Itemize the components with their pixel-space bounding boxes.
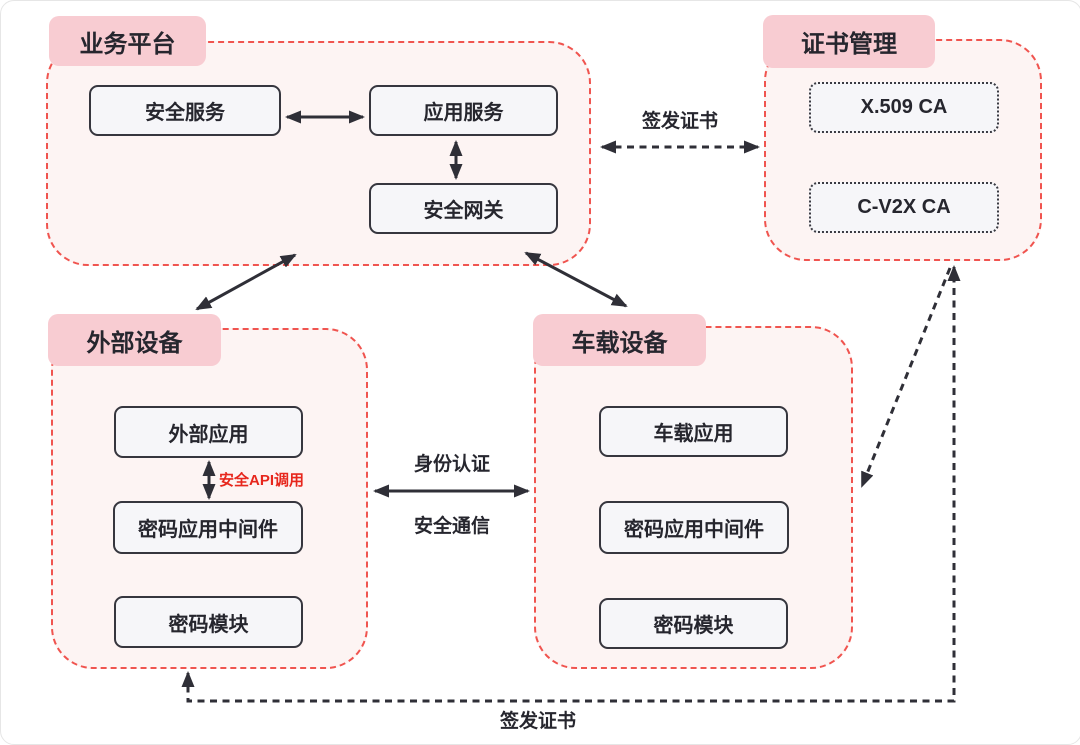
node-external-crypto-module: 密码模块 bbox=[114, 596, 303, 648]
node-external-crypto-middleware: 密码应用中间件 bbox=[113, 501, 303, 554]
label-issue-cert-bottom: 签发证书 bbox=[499, 711, 576, 732]
label-issue-cert-top: 签发证书 bbox=[641, 111, 718, 132]
arrow-business-vehicle bbox=[524, 251, 628, 308]
node-vehicle-crypto-module: 密码模块 bbox=[599, 598, 788, 649]
label-secure-api-call: 安全API调用 bbox=[219, 472, 305, 489]
badge-business-platform: 业务平台 bbox=[49, 16, 206, 66]
badge-cert-management: 证书管理 bbox=[763, 15, 935, 68]
node-vehicle-crypto-middleware: 密码应用中间件 bbox=[599, 501, 789, 554]
node-x509-ca: X.509 CA bbox=[809, 82, 999, 133]
label-identity-auth: 身份认证 bbox=[413, 454, 490, 475]
node-security-gateway: 安全网关 bbox=[369, 183, 558, 234]
node-security-service: 安全服务 bbox=[89, 85, 281, 136]
arrow-issue-cert-bottom bbox=[181, 265, 961, 703]
node-app-service: 应用服务 bbox=[369, 85, 558, 136]
node-cv2x-ca: C-V2X CA bbox=[809, 182, 999, 233]
node-external-app: 外部应用 bbox=[114, 406, 303, 458]
arrow-business-external bbox=[195, 253, 297, 311]
arrow-cert-to-vehicle bbox=[860, 267, 952, 488]
node-vehicle-app: 车载应用 bbox=[599, 406, 788, 457]
label-secure-comm: 安全通信 bbox=[413, 516, 490, 537]
badge-external-device: 外部设备 bbox=[48, 314, 221, 366]
badge-vehicle-device: 车载设备 bbox=[533, 314, 706, 366]
